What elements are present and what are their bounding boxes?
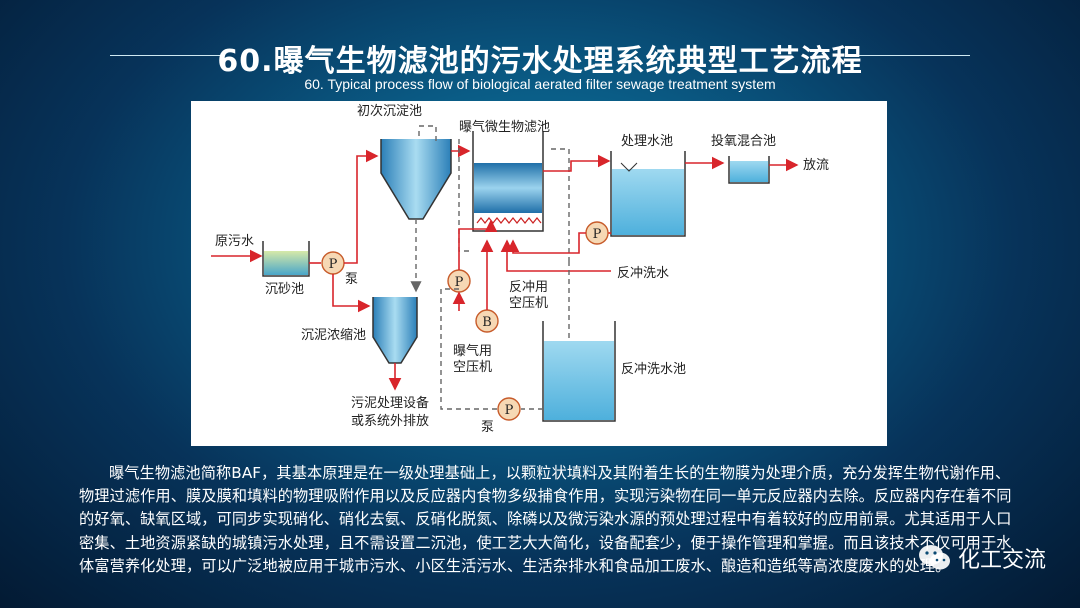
primary-clarifier xyxy=(380,139,452,220)
label-aeration-blower-1: 曝气用 xyxy=(453,343,492,359)
label-sludge-disposal-1: 污泥处理设备 xyxy=(351,395,429,411)
label-primary-clarifier: 初次沉淀池 xyxy=(357,103,422,119)
label-pump-2: 泵 xyxy=(481,420,494,435)
label-treated-tank: 处理水池 xyxy=(621,134,673,149)
sludge-thickener xyxy=(372,297,418,364)
svg-text:P: P xyxy=(505,403,514,418)
grit-chamber xyxy=(262,241,310,277)
label-baf: 曝气微生物滤池 xyxy=(459,119,550,135)
label-discharge: 放流 xyxy=(803,158,829,173)
title-rule-right xyxy=(855,55,970,56)
label-backwash-water: 反冲洗水 xyxy=(617,266,669,281)
svg-text:B: B xyxy=(482,315,492,330)
label-sludge-thickener: 沉泥浓缩池 xyxy=(301,327,366,343)
treated-water-tank xyxy=(610,151,686,237)
label-backwash-blower-1: 反冲用 xyxy=(509,280,548,295)
title-rule-left xyxy=(110,55,225,56)
dosing-mixing-tank xyxy=(728,156,770,184)
pump-2: P xyxy=(497,397,521,421)
description-paragraph: 曝气生物滤池简称BAF，其基本原理是在一级处理基础上，以颗粒状填料及其附着生长的… xyxy=(79,464,1012,575)
baf-filter xyxy=(472,131,544,232)
svg-text:P: P xyxy=(455,275,464,290)
label-backwash-tank: 反冲洗水池 xyxy=(621,362,686,377)
process-flow-diagram: P xyxy=(191,101,887,446)
pump-backwash: P xyxy=(585,221,609,245)
svg-text:P: P xyxy=(593,227,602,242)
label-backwash-blower-2: 空压机 xyxy=(509,296,548,311)
label-grit-chamber: 沉砂池 xyxy=(265,282,304,297)
backwash-water-tank xyxy=(542,321,616,422)
slide-title: 60.曝气生物滤池的污水处理系统典型工艺流程 xyxy=(217,44,863,79)
label-sludge-disposal-2: 或系统外排放 xyxy=(351,414,429,429)
watermark: 化工交流 xyxy=(918,538,1046,578)
slide-subtitle: 60. Typical process flow of biological a… xyxy=(304,76,776,92)
label-pump-1: 泵 xyxy=(345,272,358,287)
label-raw-sewage: 原污水 xyxy=(215,234,254,249)
label-dosing-tank: 投氧混合池 xyxy=(711,133,776,149)
svg-text:P: P xyxy=(329,257,338,272)
wechat-icon xyxy=(918,545,950,570)
watermark-text: 化工交流 xyxy=(957,548,1046,573)
label-aeration-blower-2: 空压机 xyxy=(453,360,492,375)
pump-1: P xyxy=(321,251,345,275)
blower-backwash: B xyxy=(475,309,499,333)
